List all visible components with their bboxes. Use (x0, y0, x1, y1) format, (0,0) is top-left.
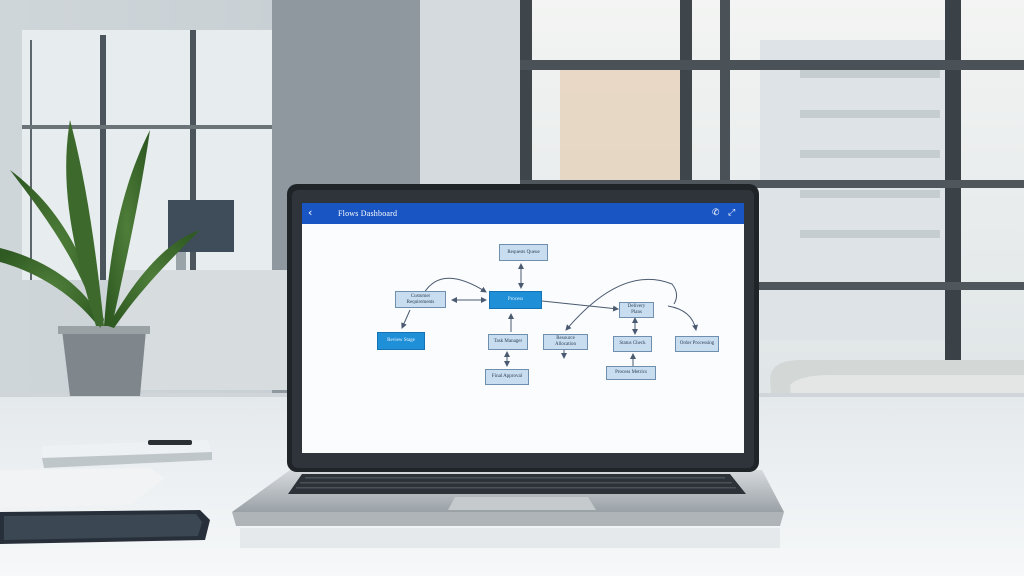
diagram-node[interactable]: Customer Requirements (395, 291, 446, 308)
diagram-node[interactable]: Order Processing (675, 336, 719, 352)
app-title: Flows Dashboard (338, 209, 398, 218)
diagram-node[interactable]: Process Metrics (606, 366, 656, 380)
expand-icon[interactable]: ⤢ (728, 208, 736, 218)
connector (401, 309, 411, 329)
connector (667, 305, 698, 331)
diagram-canvas: Requests Queue Customer Requirements Pro… (302, 224, 744, 453)
back-arrow-icon[interactable]: ‹ (308, 206, 313, 219)
diagram-node[interactable]: Delivery Plans (619, 302, 654, 318)
app-header-bar: ‹ Flows Dashboard ✆ ⤢ (302, 203, 744, 224)
diagram-connectors (401, 263, 698, 367)
diagram-node[interactable]: Task Manager (488, 334, 528, 350)
diagram-node[interactable]: Process (489, 291, 542, 309)
connector (423, 277, 487, 294)
diagram-node[interactable]: Review Stage (377, 332, 425, 350)
diagram-node[interactable]: Final Approval (485, 369, 529, 385)
phone-icon[interactable]: ✆ (712, 208, 720, 218)
laptop-screen: ‹ Flows Dashboard ✆ ⤢ (302, 203, 744, 453)
connector (565, 278, 678, 331)
diagram-node[interactable]: Requests Queue (499, 244, 548, 261)
diagram-node[interactable]: Status Check (613, 336, 652, 352)
connector (541, 300, 619, 312)
diagram-node[interactable]: Resource Allocation (543, 334, 588, 350)
